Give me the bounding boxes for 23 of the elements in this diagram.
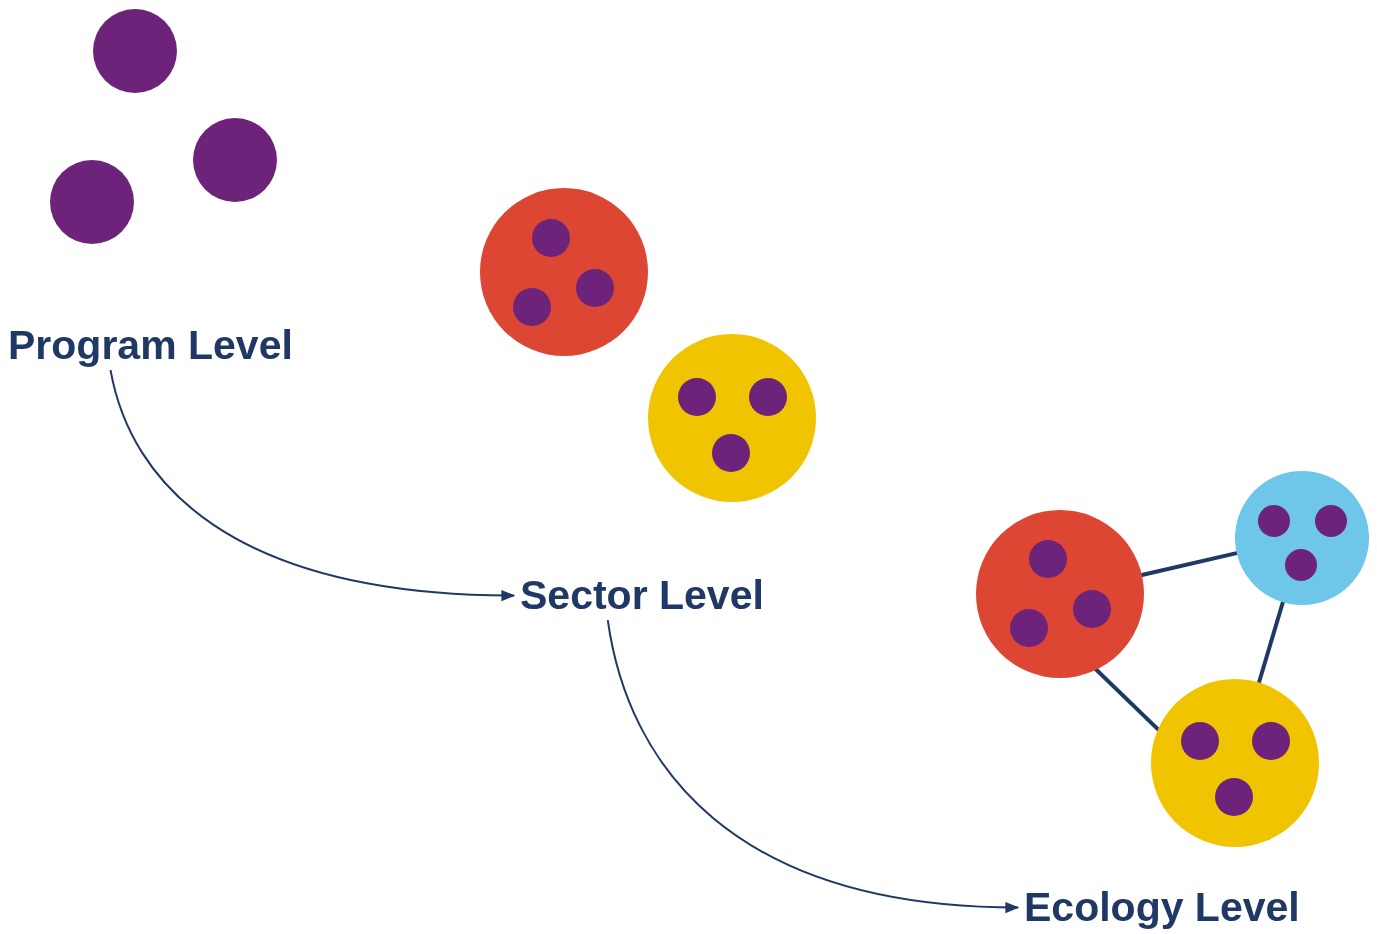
connector-line xyxy=(1094,667,1161,732)
small-circle-shape xyxy=(1010,609,1048,647)
small-circle-shape xyxy=(1215,778,1253,816)
small-circle-shape xyxy=(678,378,716,416)
small-circle-shape xyxy=(1029,540,1067,578)
small-circle-shape xyxy=(1252,722,1290,760)
level-label: Ecology Level xyxy=(1024,885,1300,931)
small-circle-shape xyxy=(1285,549,1317,581)
small-circle-shape xyxy=(576,269,614,307)
small-circle-shape xyxy=(1258,505,1290,537)
small-circle-shape xyxy=(532,219,570,257)
connector-line xyxy=(1140,550,1239,578)
level-label: Program Level xyxy=(8,323,293,369)
level-label: Sector Level xyxy=(520,573,764,619)
small-circle-shape xyxy=(1181,722,1219,760)
small-circle-shape xyxy=(1073,590,1111,628)
small-circle-shape xyxy=(513,288,551,326)
small-circle-shape xyxy=(1315,505,1347,537)
curved-arrow xyxy=(109,369,516,601)
curved-arrow xyxy=(606,619,1020,913)
connector-line xyxy=(1256,600,1286,684)
small-circle-shape xyxy=(749,378,787,416)
small-circle-shape xyxy=(712,434,750,472)
